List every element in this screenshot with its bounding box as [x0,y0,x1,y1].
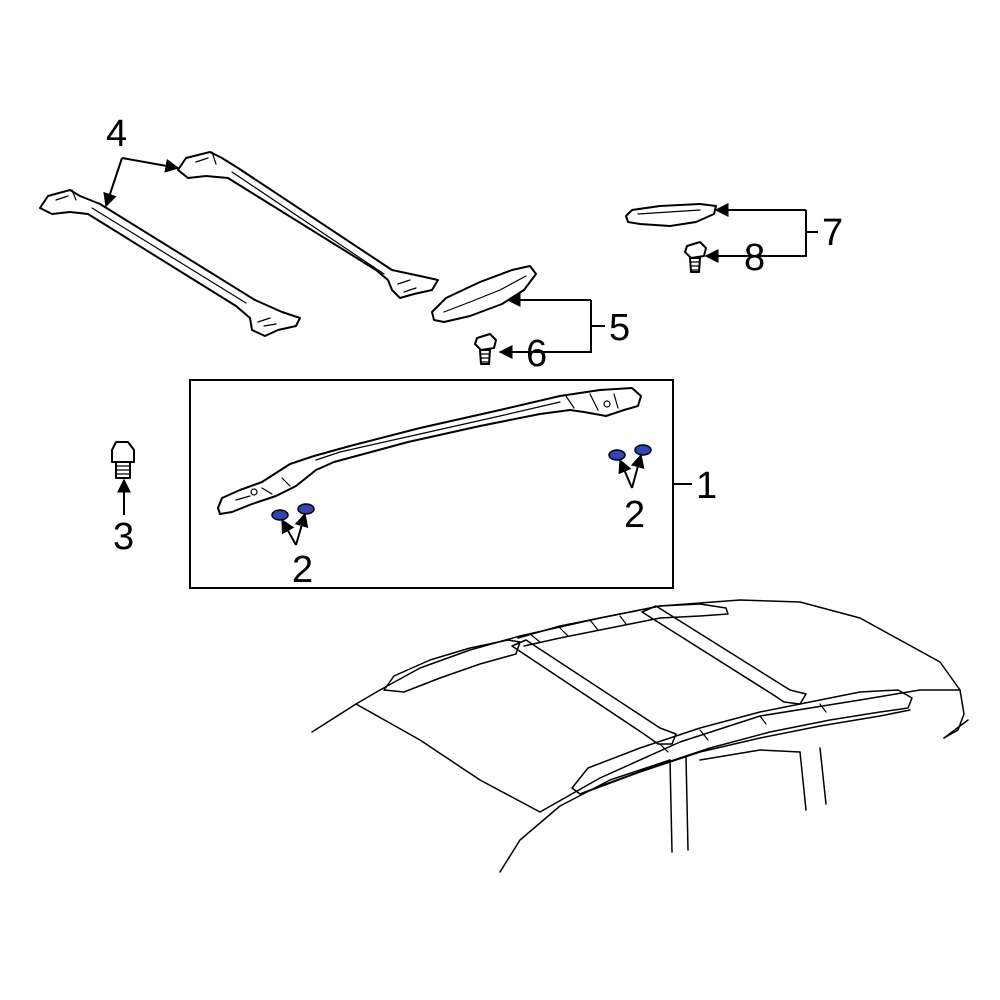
callout-1: 1 [696,465,717,507]
plug [634,444,652,456]
roof-rail [217,387,642,515]
rail-end-cover-rear [625,203,717,227]
callout-8: 8 [744,237,765,279]
callout-7: 7 [822,212,843,254]
rail-end-cover-front [431,265,537,323]
bolt-6 [474,333,497,365]
plug [608,449,626,461]
cross-bar-front [177,151,439,299]
leader-lines [103,157,818,546]
callout-2-left: 2 [292,549,313,591]
callout-5: 5 [609,307,630,349]
bolt-8 [684,241,707,273]
plug [297,503,315,515]
bolt-3 [111,441,135,479]
callout-4: 4 [106,113,127,155]
callout-labels: 4 5 6 7 8 3 1 2 2 [106,113,843,591]
callout-6: 6 [526,333,547,375]
plugs [271,444,652,521]
plug [271,509,289,521]
callout-3: 3 [113,516,134,558]
vehicle-roof-outline [311,599,969,873]
callout-2-right: 2 [624,494,645,536]
cross-bar-rear [39,189,301,337]
